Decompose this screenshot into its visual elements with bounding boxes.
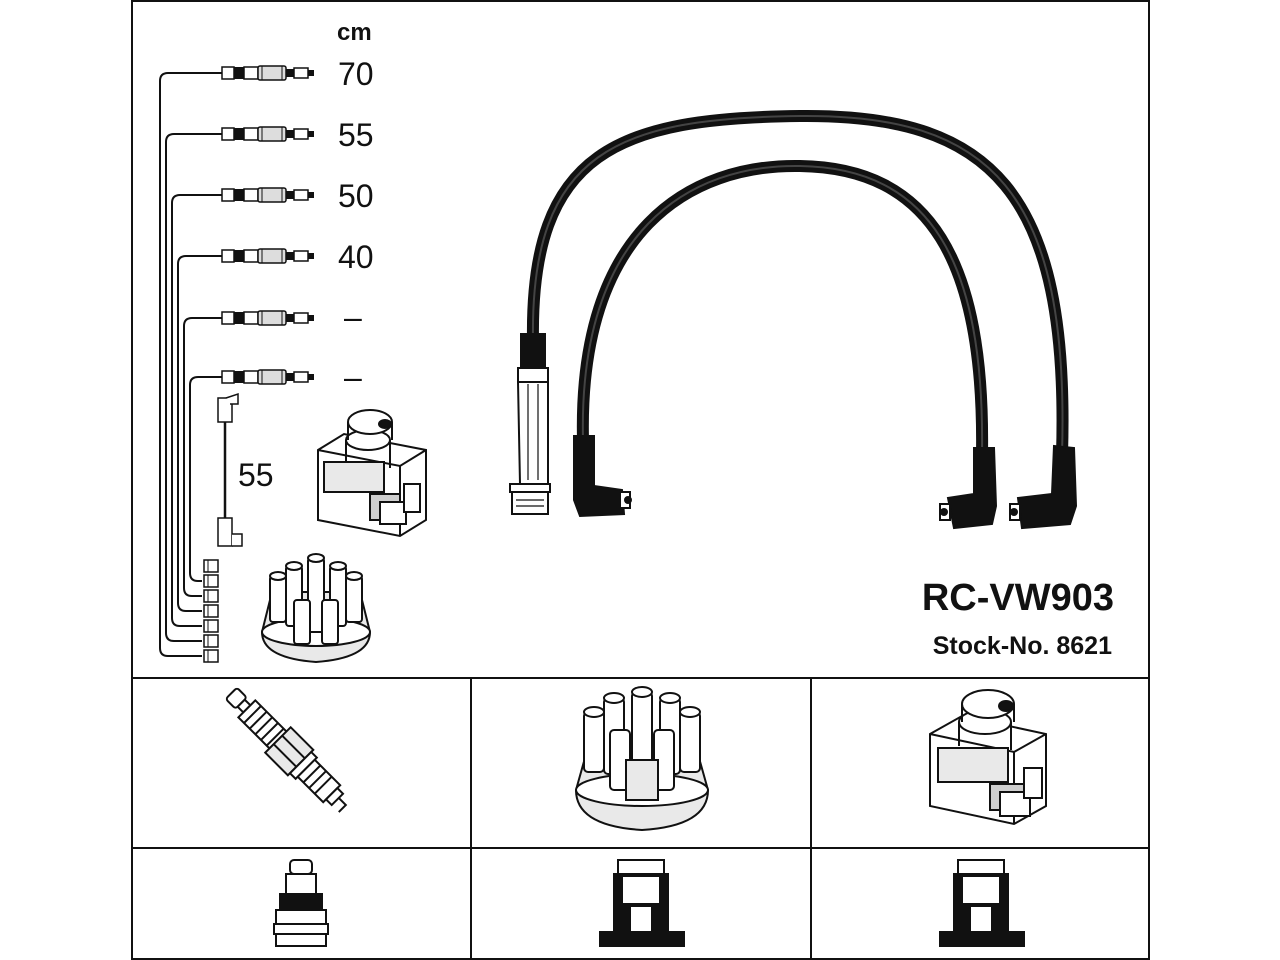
angled-boot-left-icon	[573, 435, 632, 518]
cable-length-1: 70	[338, 56, 374, 92]
ignition-coil-icon	[929, 689, 1047, 826]
cable-length-4: 40	[338, 239, 374, 275]
product-model: RC-VW903	[922, 577, 1114, 619]
cable-length-6: –	[344, 359, 362, 395]
spark-plug-icon	[225, 687, 348, 813]
ignition-cables-illustration	[509, 109, 1078, 530]
angled-boot-right-icon	[1009, 444, 1078, 530]
angled-boot-mid-icon	[939, 447, 998, 530]
diagram-frame	[131, 0, 1150, 960]
cable-length-5: –	[344, 299, 362, 335]
coil-terminal-icon	[939, 859, 1025, 947]
distributor-terminal-icon	[599, 859, 685, 947]
short-cable	[576, 159, 989, 461]
spark-plug-terminal-icon	[273, 859, 329, 947]
distributor-cap-small-icon	[260, 553, 372, 664]
coil-lead	[217, 392, 243, 547]
coil-lead-length: 55	[238, 457, 274, 493]
unit-label: cm	[337, 19, 372, 46]
stock-number: Stock-No. 8621	[933, 632, 1112, 660]
cable-length-2: 55	[338, 117, 374, 153]
straight-boot-icon	[509, 333, 551, 515]
cable-length-labels: 70 55 50 40 – –	[338, 56, 374, 395]
cable-length-3: 50	[338, 178, 374, 214]
distributor-cap-icon	[574, 686, 710, 832]
cable-schematic	[159, 72, 222, 657]
ignition-coil-small-icon	[317, 409, 427, 538]
